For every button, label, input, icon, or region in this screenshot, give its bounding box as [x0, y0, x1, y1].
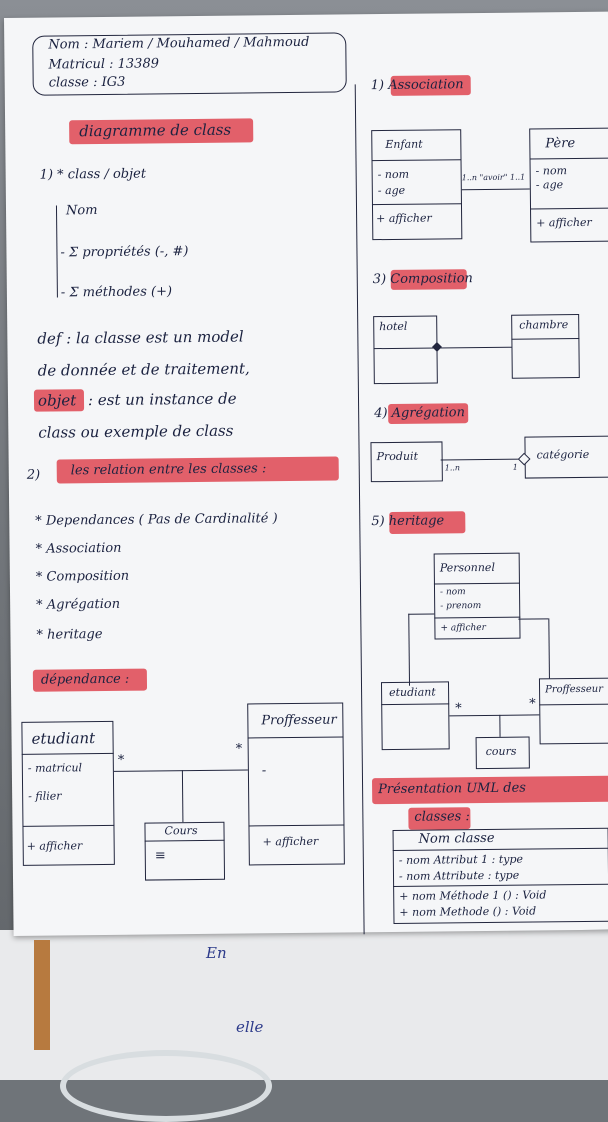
- notebook-page: Nom : Mariem / Mouhamed / Mahmoud Matric…: [4, 11, 608, 936]
- personnel-class-name: Personnel: [439, 560, 495, 575]
- her-link: [449, 714, 540, 717]
- enfant-class-name: Enfant: [385, 137, 423, 152]
- etudiant-method: + afficher: [26, 839, 83, 853]
- relation-item-4: * Agrégation: [36, 596, 121, 613]
- presentation-heading-2: classes :: [414, 809, 470, 825]
- header-matricule: Matricul : 13389: [48, 56, 160, 73]
- header-name: Nom : Mariem / Mouhamed / Mahmoud: [48, 34, 310, 53]
- her-cours-name: cours: [485, 744, 517, 758]
- relation-item-1: * Dependances ( Pas de Cardinalité ): [35, 511, 278, 529]
- agregation-link: [440, 458, 525, 461]
- heritage-line-left-top: [408, 613, 435, 615]
- agregation-mult-1: 1..n: [444, 463, 461, 473]
- underlying-paper: [0, 930, 608, 1080]
- association-link-label: 1..n "avoir" 1..1: [461, 172, 526, 183]
- uml-template-method-1: + nom Méthode 1 () : Void: [399, 888, 547, 903]
- objet-word: objet: [37, 391, 77, 410]
- bracket-line: [55, 205, 58, 298]
- definition-line-2: de donnée et de traitement,: [37, 359, 250, 380]
- enfant-attr-2: - age: [377, 183, 406, 198]
- enfant-attr-1: - nom: [377, 167, 410, 182]
- section2-number: 2): [26, 467, 41, 483]
- professeur-dash: -: [261, 763, 267, 779]
- uml-template-name: Nom classe: [418, 830, 495, 847]
- pere-method: + afficher: [536, 215, 592, 230]
- heritage-heading: 5) heritage: [371, 513, 445, 530]
- definition-line-3: : est un instance de: [87, 389, 237, 410]
- scribble-elle: elle: [236, 1018, 264, 1036]
- hotel-class-name: hotel: [379, 319, 408, 334]
- produit-class-name: Produit: [376, 449, 419, 464]
- her-star-2: *: [529, 696, 536, 712]
- uml-template-attr-2: - nom Attribute : type: [398, 868, 520, 883]
- cours-class-name: Cours: [164, 824, 198, 838]
- dependance-star-2: *: [235, 741, 243, 757]
- professeur-class-name: Proffesseur: [261, 712, 337, 729]
- definition-line-4: class ou exemple de class: [38, 421, 234, 442]
- her-star-1: *: [455, 701, 462, 717]
- cours-lines: ≡: [154, 848, 166, 864]
- proprietes-label: - Σ propriétés (-, #): [60, 244, 189, 261]
- definition-line-1: def : la classe est un model: [37, 327, 244, 348]
- etudiant-class-name: etudiant: [31, 729, 96, 748]
- pere-attr-1: - nom: [535, 164, 568, 178]
- chambre-class-name: chambre: [519, 318, 569, 332]
- her-professeur-name: Proffesseur: [545, 683, 604, 696]
- agregation-mult-2: 1: [512, 462, 518, 472]
- professeur-method: + afficher: [262, 834, 319, 849]
- relation-item-5: * heritage: [36, 627, 103, 643]
- scribble-en: En: [206, 944, 227, 962]
- heritage-line-left: [408, 613, 411, 686]
- composition-heading: 3) Composition: [372, 271, 473, 288]
- heritage-line-right: [548, 618, 550, 679]
- column-divider: [354, 84, 365, 935]
- presentation-heading: Présentation UML des: [378, 780, 526, 798]
- association-link: [461, 188, 530, 191]
- agregation-heading: 4) Agrégation: [374, 405, 465, 422]
- pere-class-name: Père: [545, 136, 576, 152]
- personnel-attr-2: - prenom: [440, 601, 482, 612]
- dependance-heading: dépendance :: [40, 671, 130, 688]
- composition-link: [437, 346, 512, 349]
- dependance-link-down: [181, 770, 184, 823]
- pere-attr-2: - age: [535, 178, 564, 192]
- dependance-star-1: *: [117, 752, 125, 768]
- uml-template-attr-1: - nom Attribut 1 : type: [398, 852, 524, 867]
- wood-edge: [34, 940, 50, 1050]
- section1-heading: 1) * class / objet: [39, 166, 147, 183]
- etudiant-attr-2: - filier: [28, 789, 62, 803]
- nom-label: Nom: [65, 203, 98, 219]
- personnel-method: + afficher: [440, 622, 486, 634]
- header-classe: classe : IG3: [48, 74, 126, 91]
- categorie-class-name: catégorie: [536, 447, 590, 462]
- relation-item-2: * Association: [35, 540, 122, 557]
- etudiant-attr-1: - matricul: [27, 761, 83, 775]
- relation-item-3: * Composition: [35, 568, 130, 585]
- enfant-method: + afficher: [376, 211, 432, 226]
- her-etudiant-name: etudiant: [389, 685, 436, 700]
- personnel-attr-1: - nom: [439, 587, 466, 598]
- association-heading: 1) Association: [370, 77, 464, 94]
- bottle-cap: [60, 1050, 272, 1122]
- section2-heading: les relation entre les classes :: [70, 461, 267, 479]
- page-title: diagramme de class: [79, 120, 232, 141]
- methodes-label: - Σ méthodes (+): [60, 284, 173, 301]
- uml-template-method-2: + nom Methode () : Void: [399, 904, 537, 919]
- heritage-line-right-top: [518, 618, 549, 620]
- her-link-down: [499, 714, 501, 737]
